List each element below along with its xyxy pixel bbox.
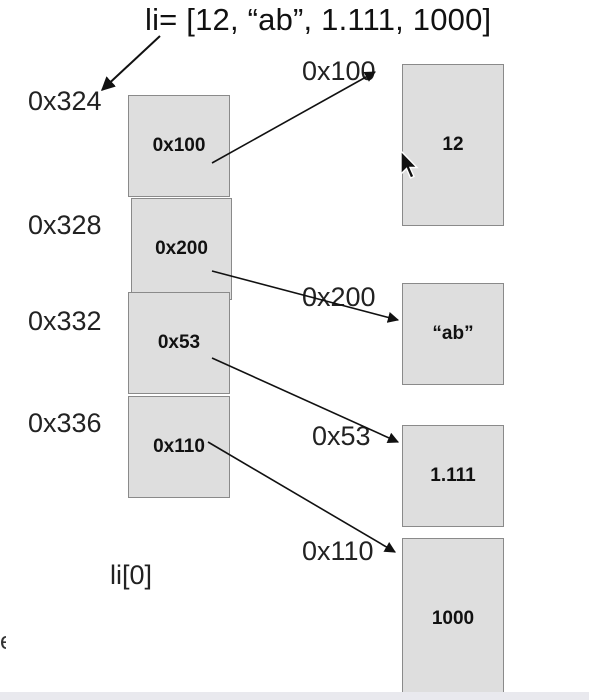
list-cell-address-0: 0x324 [28,86,102,116]
list-cell-1: 0x200 [131,198,232,300]
title-to-list-arrow [100,35,161,91]
object-box-1: “ab” [402,283,504,385]
object-address-2: 0x53 [312,421,371,451]
edge-text-fragment: e [0,630,6,656]
list-cell-pointer-1: 0x200 [155,238,208,259]
list-cell-address-3: 0x336 [28,408,102,438]
object-value-1: “ab” [432,323,474,344]
object-value-2: 1.111 [430,465,476,486]
object-value-3: 1000 [431,608,475,629]
list-cell-pointer-3: 0x110 [153,436,205,457]
object-address-3: 0x110 [302,536,374,566]
list-cell-address-2: 0x332 [28,306,102,336]
pointer-arrow-2 [211,357,400,443]
list-definition-title: li= [12, “ab”, 1.111, 1000] [145,2,492,37]
bottom-strip [0,692,589,700]
list-cell-pointer-0: 0x100 [152,135,206,156]
list-cell-0: 0x100 [128,95,230,197]
object-box-2: 1.111 [402,425,504,527]
pointer-arrow-1 [211,270,400,323]
pointer-arrow-0 [211,71,376,164]
list-cell-address-1: 0x328 [28,210,102,240]
list-cell-3: 0x110 [128,396,230,498]
object-address-1: 0x200 [302,282,376,312]
object-box-3: 1000 [402,538,504,700]
list-cell-2: 0x53 [128,292,230,394]
pointer-arrow-3 [207,441,396,553]
object-box-0: 12 [402,64,504,226]
mouse-cursor-icon [400,150,419,179]
index-label: li[0] [110,560,153,590]
object-address-0: 0x100 [302,56,376,86]
object-value-0: 12 [442,134,464,155]
list-cell-pointer-2: 0x53 [157,332,201,353]
